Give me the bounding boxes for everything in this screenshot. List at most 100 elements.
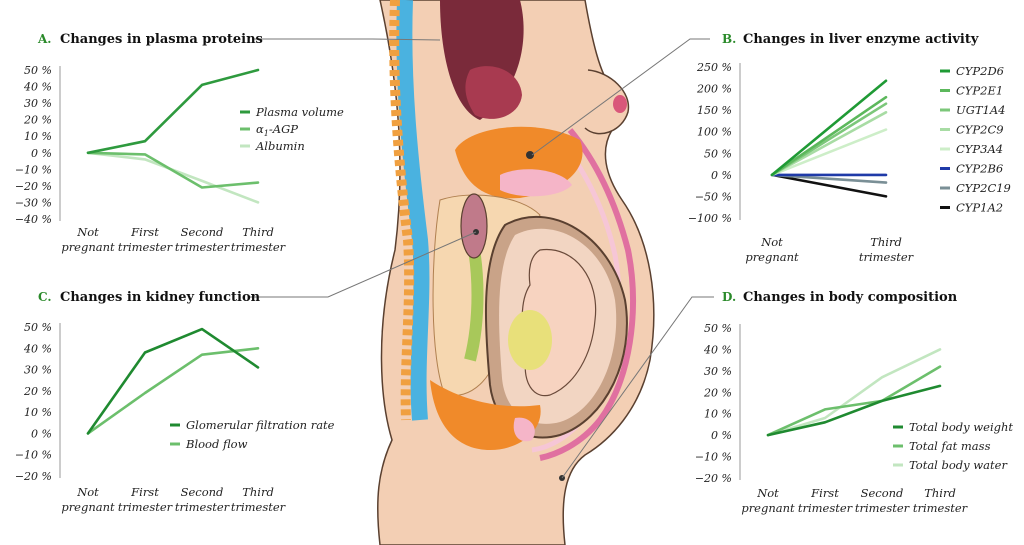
y-tick-label: 50 % (704, 147, 732, 160)
vertebrae (389, 0, 415, 421)
bladder (513, 417, 535, 442)
leader-line-a (252, 38, 441, 41)
y-tick-label: −50 % (695, 190, 732, 203)
legend-label: α1-AGP (256, 122, 298, 138)
series-line (770, 95, 888, 177)
legend-label: Total fat mass (909, 439, 991, 453)
y-tick-label: 0 % (31, 427, 52, 440)
placenta (508, 310, 552, 370)
legend-label: Total body weight (909, 420, 1013, 434)
chart-letter: D. (722, 290, 736, 304)
chart-title: Changes in plasma proteins (60, 32, 263, 47)
legend-label: CYP2C19 (956, 181, 1011, 195)
anatomy-illustration (377, 0, 655, 545)
y-tick-label: 0 % (31, 147, 52, 160)
series-line (766, 384, 942, 437)
series-line (86, 151, 260, 189)
y-tick-label: 20 % (23, 114, 52, 127)
leader-lines (250, 38, 714, 479)
y-tick-label: 40 % (23, 81, 52, 94)
y-tick-label: 10 % (24, 130, 52, 143)
y-tick-label: −10 % (695, 451, 732, 464)
y-tick-label: 10 % (24, 406, 52, 419)
spine (396, 0, 430, 421)
y-tick-label: 50 % (24, 321, 52, 334)
series-line (86, 327, 260, 435)
leader-line-c (250, 231, 477, 298)
legend-label: CYP2E1 (956, 84, 1003, 98)
y-tick-label: 20 % (703, 386, 732, 399)
leader-line-b (531, 38, 710, 156)
series-line (770, 128, 888, 177)
chart-letter: A. (37, 32, 52, 46)
nipple (613, 95, 627, 113)
legend-label: Plasma volume (255, 105, 344, 119)
chart-letter: C. (38, 290, 52, 304)
series-line (86, 68, 260, 155)
y-tick-label: −20 % (15, 470, 52, 483)
chart-title: Changes in liver enzyme activity (743, 32, 979, 47)
y-tick-label: 40 % (23, 342, 52, 355)
y-tick-label: 20 % (23, 385, 52, 398)
legend-label: CYP2C9 (956, 123, 1004, 137)
y-tick-label: 30 % (24, 364, 52, 377)
y-tick-label: 200 % (696, 83, 732, 96)
chart-title: Changes in body composition (743, 290, 958, 305)
chart-b: B. Changes in liver enzyme activity 250 % 2… (688, 32, 1011, 264)
y-tick-label: −10 % (15, 163, 52, 176)
series-line (86, 151, 260, 204)
chart-a: A. Changes in plasma proteins 50 % 40 % 30 %… (15, 32, 344, 254)
y-tick-label: 0 % (711, 169, 732, 182)
chart-c: C. Changes in kidney function 50 % 40 % 30 %… (15, 290, 335, 514)
y-tick-label: 50 % (24, 64, 52, 77)
legend-label: CYP3A4 (956, 142, 1003, 156)
series-line (86, 346, 260, 435)
stomach (500, 169, 572, 197)
y-tick-label: 30 % (704, 365, 732, 378)
y-tick-label: 10 % (704, 408, 732, 421)
y-tick-label: −20 % (15, 180, 52, 193)
y-tick-label: 150 % (697, 104, 732, 117)
series-line (770, 79, 888, 177)
chart-letter: B. (722, 32, 736, 46)
breast (584, 69, 630, 135)
y-tick-label: 50 % (704, 322, 732, 335)
legend-label: Glomerular filtration rate (186, 418, 335, 432)
y-tick-label: −100 % (688, 212, 732, 225)
leader-line-d (561, 296, 714, 479)
legend-label: CYP1A2 (956, 201, 1003, 215)
y-tick-label: 100 % (697, 126, 732, 139)
y-tick-label: 0 % (711, 429, 732, 442)
y-tick-label: 250 % (696, 61, 732, 74)
kidney (460, 193, 488, 259)
legend-label: CYP2D6 (956, 64, 1004, 78)
heart (465, 66, 522, 119)
abdominal-wall (539, 128, 636, 461)
pelvis (430, 380, 541, 450)
y-tick-label: 30 % (24, 97, 52, 110)
charts-layer: A. Changes in plasma proteins 50 % 40 % 30 %… (15, 32, 1014, 515)
y-tick-label: −10 % (15, 449, 52, 462)
liver-dot (526, 151, 534, 159)
chart-title: Changes in kidney function (60, 290, 261, 305)
y-tick-label: −40 % (15, 213, 52, 226)
legend-label: Albumin (255, 139, 305, 153)
legend-label: UGT1A4 (956, 103, 1006, 117)
legend-label: Total body water (909, 458, 1008, 472)
legend-label: CYP2B6 (956, 162, 1003, 176)
series-line (766, 348, 942, 437)
y-tick-label: −20 % (695, 472, 732, 485)
